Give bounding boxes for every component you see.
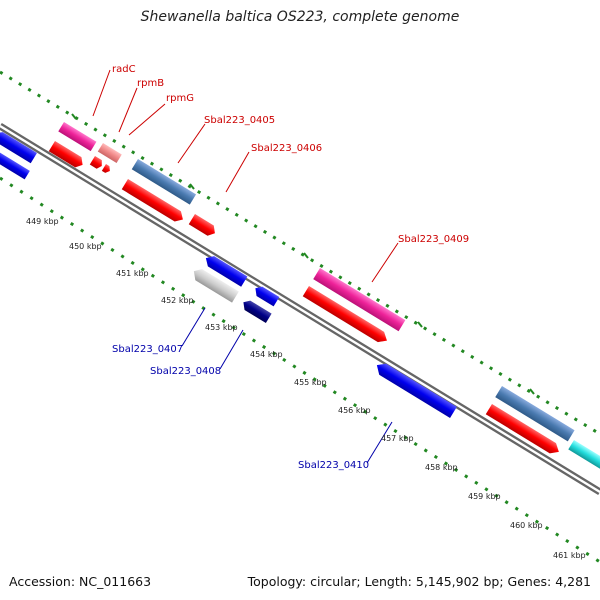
gene-red-0406b [188,214,215,236]
gene-red-left [48,141,83,168]
label-radC: radC [112,64,136,75]
tick-label: 456 kbp [338,406,371,415]
gene-blue-0408a [255,286,280,307]
gene-radC [58,122,97,152]
tick-label: 450 kbp [69,242,102,251]
gene-sbal0407 [193,269,239,303]
tick-label: 457 kbp [381,434,414,443]
gene-label-group: radC rpmB rpmG Sbal223_0405 Sbal223_0406… [112,64,469,471]
gene-red-small1 [89,156,102,169]
tick-label: 459 kbp [468,492,501,501]
label-sbal0405: Sbal223_0405 [204,115,275,126]
tick-label: 453 kbp [205,323,238,332]
gene-sbal0408 [243,300,272,324]
label-sbal0410: Sbal223_0410 [298,460,369,471]
tick-label: 458 kbp [425,463,458,472]
gene-sbal0405 [131,159,197,205]
label-rpmB: rpmB [137,78,164,89]
gene-red-right [485,404,559,454]
tick-label: 449 kbp [26,217,59,226]
outer-dotted-guide [0,70,600,436]
topology-text: Topology: circular; Length: 5,145,902 bp… [247,574,591,589]
accession-text: Accession: NC_011663 [9,574,152,589]
gene-cyan-right [568,440,600,471]
reverse-genes [0,132,457,418]
gene-blue-0407a [205,256,248,287]
tick-label: 461 kbp [553,551,586,560]
gene-sbal0409 [313,268,406,332]
map-title: Shewanella baltica OS223, complete genom… [140,9,460,25]
tick-label: 454 kbp [250,350,283,359]
label-sbal0406: Sbal223_0406 [251,143,322,154]
label-leaders [92,69,399,464]
label-sbal0408: Sbal223_0408 [150,366,221,377]
tick-label: 460 kbp [510,521,543,530]
tick-label: 451 kbp [116,269,149,278]
gene-sbal0410 [376,363,457,418]
gene-sbal0406 [121,179,183,222]
tick-label-group: 449 kbp 450 kbp 451 kbp 452 kbp 453 kbp … [26,217,586,560]
inner-dotted-guide [0,176,600,564]
gene-rpmB [97,143,122,163]
gene-blue-left1 [0,132,37,164]
gene-red-0409b [302,286,387,343]
outer-tick-marks [71,113,535,395]
gene-red-small2 [101,164,110,173]
tick-label: 455 kbp [294,378,327,387]
gene-blue-left2 [0,152,30,180]
forward-genes [48,122,600,471]
label-sbal0407: Sbal223_0407 [112,344,183,355]
gene-steel-right [495,386,575,442]
genome-backbone [0,123,600,495]
tick-label: 452 kbp [161,296,194,305]
label-sbal0409: Sbal223_0409 [398,234,469,245]
label-rpmG: rpmG [166,93,194,104]
